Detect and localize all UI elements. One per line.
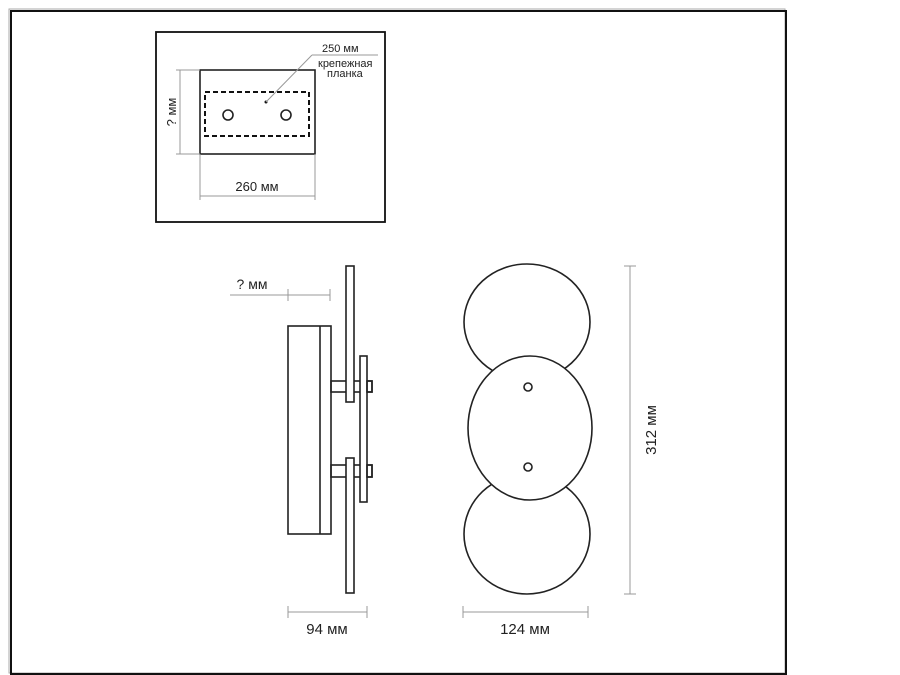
mount-hole bbox=[523, 462, 533, 472]
screw-hole bbox=[280, 109, 292, 121]
height-label: 312 мм bbox=[643, 405, 660, 455]
frame bbox=[10, 10, 787, 675]
bracket-leader bbox=[265, 54, 313, 103]
screw-hole bbox=[222, 109, 234, 121]
offset-label: ? мм bbox=[237, 276, 268, 292]
canopy-width-label: 260 мм bbox=[235, 179, 278, 194]
bracket-length-label: 250 мм bbox=[322, 43, 359, 55]
frame-inner bbox=[8, 8, 786, 674]
canopy-height-label: ? мм bbox=[164, 98, 179, 127]
side-view: ? мм 94 мм bbox=[230, 265, 373, 638]
lower-shade-side bbox=[345, 457, 355, 594]
mount-hole bbox=[523, 382, 533, 392]
canopy-outline bbox=[199, 69, 316, 155]
width-label: 124 мм bbox=[500, 621, 550, 638]
middle-shade-side bbox=[359, 355, 368, 503]
mount-plan-inset: 250 мм крепежная планка ? мм 260 мм bbox=[155, 31, 386, 223]
depth-label: 94 мм bbox=[306, 621, 347, 638]
bracket-label-line1: крепежная bbox=[318, 58, 373, 70]
middle-shade bbox=[467, 355, 593, 501]
front-view: 312 мм 124 мм bbox=[462, 263, 660, 638]
mounting-bracket bbox=[204, 91, 310, 137]
upper-shade-side bbox=[345, 265, 355, 403]
inset-border bbox=[155, 31, 386, 223]
wall-canopy bbox=[287, 325, 332, 535]
bracket-label-line2: планка bbox=[327, 68, 364, 80]
